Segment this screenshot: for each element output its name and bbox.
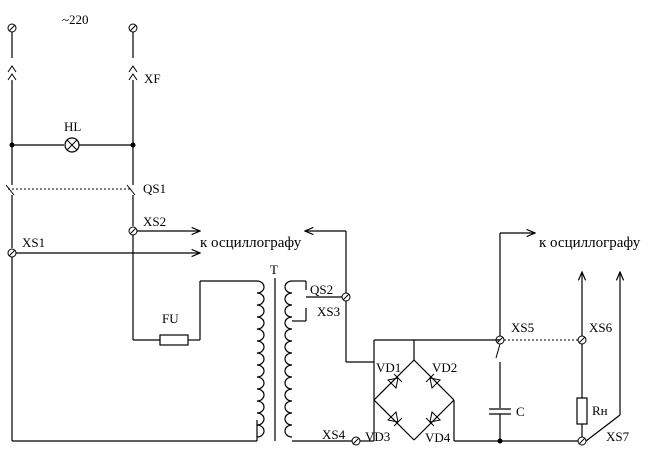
- c-label: C: [516, 404, 525, 419]
- diode-vd3: [386, 410, 403, 427]
- resistor-rn: [576, 397, 588, 425]
- xs1-label: XS1: [22, 235, 45, 250]
- capacitor-c: [489, 408, 511, 415]
- xs2-label: XS2: [143, 214, 166, 229]
- mains-terminal-left: [7, 23, 17, 33]
- xf-label: XF: [144, 71, 161, 86]
- vd4-label: VD4: [425, 430, 451, 445]
- diode-bridge: [373, 339, 500, 441]
- fu-label: FU: [162, 311, 179, 326]
- plug-xf-left: [7, 65, 17, 81]
- xs6-label: XS6: [589, 320, 613, 335]
- hl-label: HL: [64, 119, 81, 134]
- vd1-label: VD1: [376, 360, 401, 375]
- switch-qs1: [5, 184, 136, 196]
- t-label: T: [270, 262, 278, 277]
- oscilloscope-label-right: к осциллографу: [539, 235, 641, 251]
- diode-vd2: [425, 373, 442, 390]
- rn-label: Rн: [592, 403, 608, 418]
- xs7-label: XS7: [606, 429, 630, 444]
- terminal-xs1: [7, 248, 17, 258]
- terminal-xs4: [351, 436, 361, 446]
- oscilloscope-label-left: к осциллографу: [200, 235, 302, 251]
- transformer-t: [256, 278, 293, 441]
- qs1-label: QS1: [143, 181, 166, 196]
- xs3-label: XS3: [317, 304, 340, 319]
- diode-vd1: [386, 373, 403, 390]
- qs2-label: QS2: [310, 282, 333, 297]
- supply-label: ~220: [62, 12, 89, 27]
- terminal-xs7: [577, 436, 587, 446]
- diode-vd4: [425, 410, 442, 427]
- plug-xf-right: [128, 65, 138, 81]
- vd2-label: VD2: [432, 360, 457, 375]
- terminal-xs2: [128, 226, 138, 236]
- vd3-label: VD3: [365, 429, 390, 444]
- terminal-xs3: [341, 292, 351, 302]
- xs4-label: XS4: [322, 427, 346, 442]
- lamp-hl: [64, 137, 80, 153]
- xs5-label: XS5: [511, 320, 534, 335]
- fuse-fu: [159, 334, 189, 346]
- mains-terminal-right: [128, 23, 138, 33]
- terminal-xs6: [577, 335, 587, 345]
